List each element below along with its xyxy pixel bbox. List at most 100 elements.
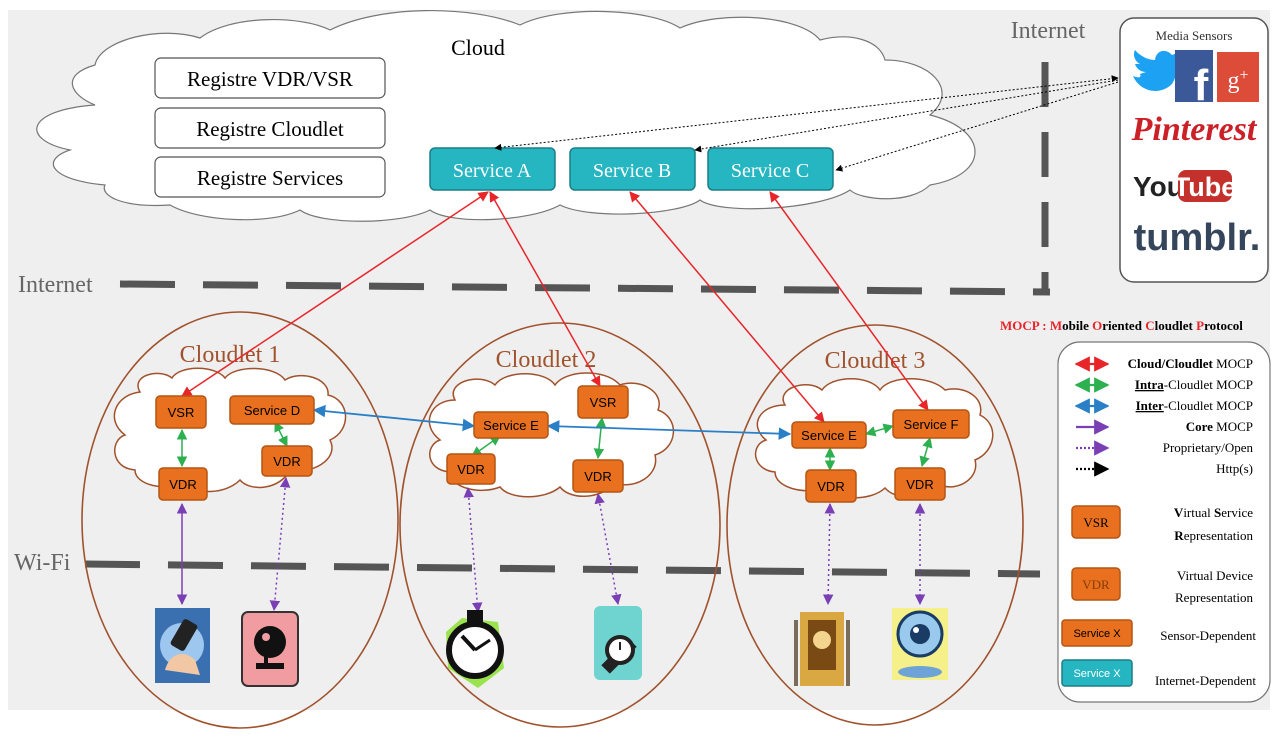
cloudlet-1-vdr-2	[261, 445, 313, 477]
legend-internet-service-label: Service X	[1073, 668, 1121, 680]
pressure-gauge-icon	[446, 610, 504, 688]
cloudlet-3-service-f-label: Service F	[904, 417, 959, 432]
registry-label: Registre Services	[197, 166, 343, 190]
svg-text:f: f	[1194, 61, 1209, 110]
link-vdr-meter	[822, 502, 836, 606]
cloudlet-1-service-d	[229, 395, 315, 425]
service-a-label: Service A	[453, 160, 532, 182]
http-link-service-a	[494, 75, 1119, 151]
legend-arrow-label-5: Http(s)	[1216, 461, 1253, 476]
alarm-bell-icon	[241, 611, 299, 687]
legend-vsr-desc: Virtual Service	[1174, 505, 1253, 520]
http-link-service-b	[694, 79, 1119, 153]
cloud-label: Cloud	[451, 35, 505, 60]
webcam-icon	[892, 608, 948, 680]
cloudlet-2-service-e	[473, 411, 549, 439]
link-serviced-servicee2	[312, 404, 476, 432]
link-serviced-vdr	[274, 421, 288, 447]
cloudlet-3-vdr-2-label: VDR	[906, 477, 933, 492]
legend-vsr-desc-2: Representation	[1174, 528, 1253, 543]
legend-arrow-label-0: Cloud/Cloudlet MOCP	[1128, 356, 1253, 371]
registry-label: Registre VDR/VSR	[187, 67, 353, 91]
legend-sensor-desc: Sensor-Dependent	[1160, 628, 1256, 643]
internet-label-top: Internet	[1011, 18, 1086, 44]
link-vdr-alarm	[269, 476, 291, 612]
pinterest-logo: Pinterest	[1131, 111, 1258, 148]
link-vdr-watch	[594, 492, 622, 606]
youtube-you: You	[1133, 171, 1184, 202]
cloudlet-3-vdr-1	[805, 469, 857, 503]
mocp-title: MOCP : Mobile Oriented Cloudlet Protocol	[1000, 318, 1243, 333]
cloudlet-2-vdr-1	[446, 453, 496, 485]
legend-vdr-desc-2: Representation	[1175, 590, 1253, 605]
legend-sensor-service-label: Service X	[1073, 628, 1121, 640]
cloudlet-3-components: Service E Service F VDR VDR	[791, 409, 970, 503]
cloudlet-2-title: Cloudlet 2	[496, 347, 597, 373]
registry-box-cloudlet	[154, 107, 386, 149]
legend-vsr-box-label: VSR	[1083, 515, 1109, 530]
media-sensors-panel: Media Sensors f g+ Pinterest You Tube tu…	[1119, 17, 1269, 283]
legend-sensor-service-box	[1061, 619, 1133, 647]
cloudlet-2-service-e-label: Service E	[483, 418, 539, 433]
registry-list: Registre VDR/VSR Registre Cloudlet Regis…	[154, 57, 386, 198]
link-service-a-vsr1	[181, 191, 489, 397]
wifi-boundary	[84, 560, 1041, 578]
registry-box-vdr-vsr	[154, 57, 386, 99]
http-link-service-c	[835, 81, 1119, 172]
cloudlet-3-service-e-label: Service E	[801, 428, 857, 443]
legend-arrow-label-1: Intra-Cloudlet MOCP	[1135, 377, 1253, 392]
cloudlet-2-vsr	[577, 385, 629, 419]
cloud-cloudlet-links	[181, 191, 929, 423]
cloudlet-1-vdr-2-label: VDR	[273, 454, 300, 469]
facebook-icon: f	[1175, 50, 1213, 110]
legend-vdr-desc: Virtual Device	[1177, 568, 1253, 583]
google-plus-icon: g+	[1217, 52, 1259, 102]
cloudlet-2-vdr-2-label: VDR	[584, 469, 611, 484]
proprietary-links	[269, 476, 926, 614]
service-c-label: Service C	[731, 160, 809, 182]
service-b-label: Service B	[593, 160, 671, 182]
inter-cloudlet-links	[312, 404, 792, 440]
internet-label-left: Internet	[18, 272, 93, 298]
cloudlet-1-vsr-label: VSR	[168, 405, 195, 420]
link-service-c-service-f	[769, 191, 929, 411]
youtube-logo: You Tube	[1133, 170, 1236, 202]
cloudlet-3-title: Cloudlet 3	[825, 348, 926, 374]
cloudlet-3-vdr-1-label: VDR	[817, 479, 844, 494]
cloudlet-1-vdr-1-label: VDR	[169, 477, 196, 492]
cloud-services: Service A Service B Service C	[429, 147, 834, 191]
legend-vdr-box-label: VDR	[1082, 577, 1110, 592]
smartphone-hand-icon	[155, 608, 210, 683]
wifi-label: Wi-Fi	[14, 550, 71, 576]
link-servicee2-servicee3	[546, 420, 792, 440]
legend-internet-service-box	[1061, 659, 1133, 687]
legend-vdr-box	[1071, 567, 1121, 601]
media-sensors-title: Media Sensors	[1156, 28, 1233, 43]
registry-label: Registre Cloudlet	[196, 117, 344, 141]
cloudlet-2-components: Service E VSR VDR VDR	[446, 385, 629, 493]
legend-frame	[1057, 341, 1271, 703]
tumblr-logo: tumblr.	[1134, 217, 1261, 259]
link-servicee2-vdr	[471, 435, 501, 457]
link-servicee3-servicef	[864, 423, 895, 437]
cloudlet-2-vdr-2	[572, 459, 624, 493]
cloudlet-1-vdr-1	[158, 467, 208, 501]
cloudlet-3-vdr-2	[894, 467, 946, 501]
cloudlet-1-vsr	[155, 395, 207, 429]
service-a-box	[429, 147, 556, 191]
cloudlet-3-service-e	[791, 421, 867, 449]
cloudlet-2-vdr-1-label: VDR	[457, 462, 484, 477]
cloudlet-2-vsr-label: VSR	[590, 395, 617, 410]
twitter-icon	[1133, 50, 1183, 91]
legend-arrow-label-4: Proprietary/Open	[1163, 440, 1254, 455]
legend-arrow-label-3: Core MOCP	[1186, 419, 1253, 434]
youtube-tube: Tube	[1174, 172, 1237, 202]
gas-meter-icon	[794, 612, 850, 686]
cloudlet-1-service-d-label: Service D	[244, 403, 300, 418]
link-service-a-vsr2	[489, 191, 601, 387]
link-vdr-gauge	[463, 486, 483, 614]
http-links	[494, 75, 1119, 172]
